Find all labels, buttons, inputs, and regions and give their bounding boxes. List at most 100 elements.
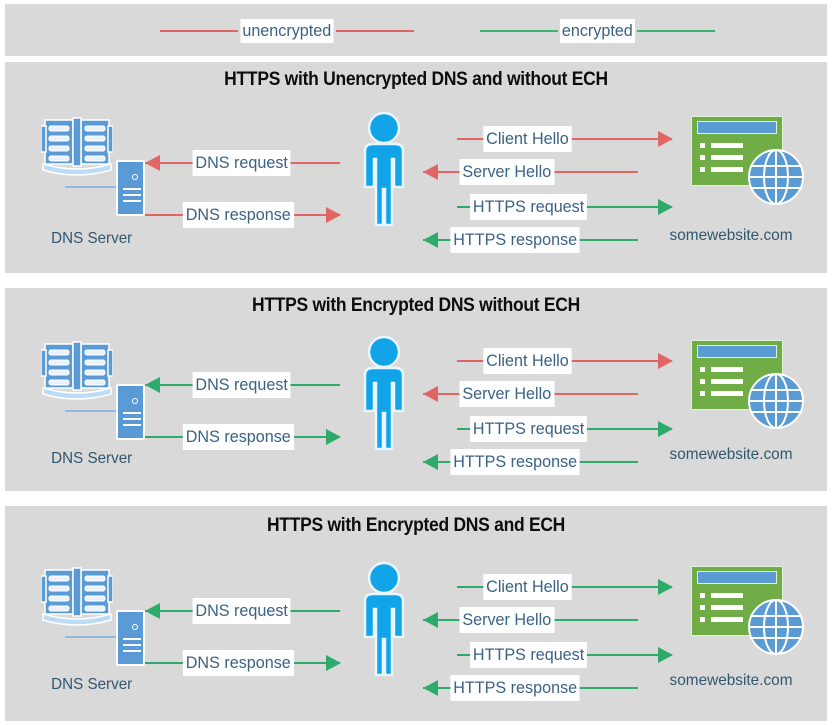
browser-titlebar <box>697 345 777 358</box>
legend-item-unencrypted: unencrypted <box>160 18 414 44</box>
globe-icon <box>747 148 805 206</box>
flow-https-response: HTTPS response <box>423 675 638 701</box>
browser-titlebar <box>697 571 777 584</box>
arrow-left-icon <box>423 612 438 628</box>
browser-titlebar <box>697 121 777 134</box>
arrow-left-icon <box>145 377 160 393</box>
arrow-right-icon <box>658 421 673 437</box>
arrow-right-icon <box>658 579 673 595</box>
flow-dns-request: DNS request <box>145 598 340 624</box>
globe-icon <box>747 372 805 430</box>
browser-window-icon <box>691 340 783 410</box>
arrow-left-icon <box>423 232 438 248</box>
flow-label: Server Hello <box>459 159 555 185</box>
legend-label-unencrypted: unencrypted <box>240 19 334 43</box>
connector-line <box>65 636 117 638</box>
arrow-right-icon <box>658 199 673 215</box>
arrow-left-icon <box>423 454 438 470</box>
dns-server-label: DNS Server <box>51 450 133 467</box>
website-label: somewebsite.com <box>669 227 793 244</box>
flow-https-response: HTTPS response <box>423 449 638 475</box>
flow-dns-response: DNS response <box>145 424 341 450</box>
panel-title: HTTPS with Unencrypted DNS and without E… <box>224 69 608 90</box>
flow-label: HTTPS response <box>450 449 580 475</box>
flow-https-request: HTTPS request <box>457 194 673 220</box>
flow-label: DNS response <box>182 650 294 676</box>
flow-dns-request: DNS request <box>145 150 340 176</box>
arrow-right-icon <box>658 131 673 147</box>
flow-label: Client Hello <box>483 126 572 152</box>
legend-panel: unencrypted encrypted <box>5 4 827 56</box>
person-icon <box>353 335 415 453</box>
panel-unencrypted-dns: HTTPS with Unencrypted DNS and without E… <box>5 62 827 273</box>
flow-dns-request: DNS request <box>145 372 340 398</box>
flow-server-hello: Server Hello <box>423 381 638 407</box>
panel-encrypted-dns-ech: HTTPS with Encrypted DNS and ECH DNS Serv… <box>5 506 827 721</box>
flow-label: Server Hello <box>459 607 555 633</box>
flow-label: DNS request <box>192 598 291 624</box>
book-and-server-icon <box>33 564 153 669</box>
panel-title: HTTPS with Encrypted DNS without ECH <box>251 295 581 316</box>
dns-server-label: DNS Server <box>51 230 133 247</box>
legend-label-encrypted: encrypted <box>559 19 635 43</box>
browser-window-globe-icon <box>685 336 805 436</box>
flow-dns-response: DNS response <box>145 650 341 676</box>
flow-label: Client Hello <box>483 348 572 374</box>
browser-window-globe-icon <box>685 112 805 212</box>
flow-client-hello: Client Hello <box>457 348 673 374</box>
book-and-server-icon <box>33 114 153 219</box>
legend-item-encrypted: encrypted <box>480 18 715 44</box>
flow-label: HTTPS response <box>450 227 580 253</box>
arrow-left-icon <box>423 680 438 696</box>
server-tower-icon <box>116 160 145 216</box>
flow-label: HTTPS request <box>470 194 588 220</box>
line-segment-icon <box>160 30 238 32</box>
book-icon <box>41 114 113 176</box>
flow-label: DNS request <box>192 150 291 176</box>
flow-label: DNS response <box>182 424 294 450</box>
book-icon <box>41 564 113 626</box>
flow-label: Client Hello <box>483 574 572 600</box>
line-segment-icon <box>636 30 715 32</box>
flow-https-request: HTTPS request <box>457 642 673 668</box>
arrow-right-icon <box>326 655 341 671</box>
browser-window-globe-icon <box>685 562 805 662</box>
panel-title: HTTPS with Encrypted DNS and ECH <box>266 515 566 536</box>
book-and-server-icon <box>33 338 153 443</box>
flow-server-hello: Server Hello <box>423 159 638 185</box>
server-tower-icon <box>116 610 145 666</box>
arrow-left-icon <box>423 164 438 180</box>
arrow-right-icon <box>326 429 341 445</box>
flow-client-hello: Client Hello <box>457 574 673 600</box>
person-icon <box>353 111 415 229</box>
arrow-right-icon <box>326 207 341 223</box>
flow-label: DNS response <box>182 202 294 228</box>
website-label: somewebsite.com <box>669 672 793 689</box>
globe-icon <box>747 598 805 656</box>
line-segment-icon <box>335 30 414 32</box>
line-segment-icon <box>480 30 558 32</box>
arrow-left-icon <box>145 155 160 171</box>
person-icon <box>353 561 415 679</box>
flow-dns-response: DNS response <box>145 202 341 228</box>
flow-server-hello: Server Hello <box>423 607 638 633</box>
book-icon <box>41 338 113 400</box>
flow-label: HTTPS response <box>450 675 580 701</box>
flow-label: DNS request <box>192 372 291 398</box>
arrow-right-icon <box>658 353 673 369</box>
arrow-left-icon <box>145 603 160 619</box>
arrow-left-icon <box>423 386 438 402</box>
panel-encrypted-dns: HTTPS with Encrypted DNS without ECH DNS … <box>5 288 827 491</box>
flow-client-hello: Client Hello <box>457 126 673 152</box>
connector-line <box>65 410 117 412</box>
flow-label: HTTPS request <box>470 416 588 442</box>
connector-line <box>65 186 117 188</box>
dns-server-label: DNS Server <box>51 676 133 693</box>
flow-label: HTTPS request <box>470 642 588 668</box>
flow-https-request: HTTPS request <box>457 416 673 442</box>
arrow-right-icon <box>658 647 673 663</box>
website-label: somewebsite.com <box>669 446 793 463</box>
server-tower-icon <box>116 384 145 440</box>
flow-https-response: HTTPS response <box>423 227 638 253</box>
